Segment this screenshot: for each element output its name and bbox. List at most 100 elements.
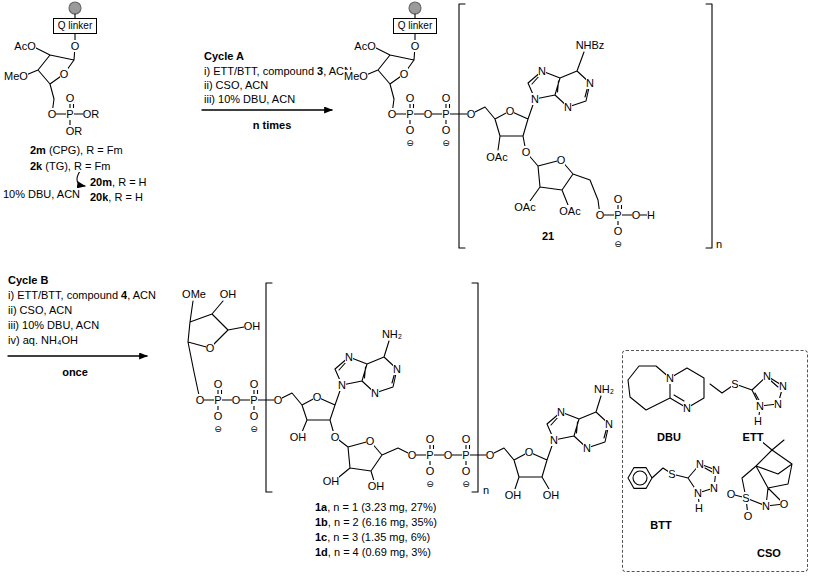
scheme-text: 20m xyxy=(90,176,112,188)
atom-label: N xyxy=(756,400,764,412)
atom-label: O xyxy=(486,449,495,461)
atom-label: P xyxy=(442,108,449,120)
scheme-text: 1b xyxy=(315,516,328,528)
scheme-text: , ACN xyxy=(127,289,156,301)
atom-label: NHBz xyxy=(576,39,605,51)
reaction-arrow xyxy=(202,109,332,110)
scheme-text: (CPG), R = Fm xyxy=(49,144,123,156)
atom-label: O xyxy=(411,40,420,52)
reagent-name: BTT xyxy=(650,519,671,531)
scheme-text: 2k xyxy=(30,160,42,172)
atom-label: H xyxy=(647,209,655,221)
atom-label: O xyxy=(557,154,566,166)
atom-label: O xyxy=(408,449,417,461)
atom-label: H xyxy=(754,415,762,427)
scheme-text: , n = 2 (6.16 mg, 35%) xyxy=(328,516,437,528)
atom-label: OH xyxy=(220,288,237,300)
atom-label: NH₂ xyxy=(382,328,402,340)
atom-label: O xyxy=(462,465,471,477)
atom-label: N xyxy=(779,380,787,392)
atom-label: O xyxy=(426,465,435,477)
atom-label: N xyxy=(564,101,572,113)
atom-label: N xyxy=(683,402,691,414)
atom-label: MeO xyxy=(344,70,368,82)
atom-label: O xyxy=(214,410,223,422)
scheme-text: Cycle A xyxy=(204,50,244,62)
scheme-text: , R = H xyxy=(108,191,143,203)
cso-structure xyxy=(731,440,792,516)
atom-label: O xyxy=(426,433,435,445)
atom-label: P xyxy=(462,449,469,461)
ett-structure xyxy=(710,376,783,416)
atom-label: N xyxy=(345,351,353,363)
atom-label: O xyxy=(614,193,623,205)
charge-symbol: ⊖ xyxy=(214,424,222,434)
atom-label: OH xyxy=(323,475,340,487)
repeat-bracket xyxy=(266,4,712,492)
atom-label: AcO xyxy=(14,40,35,52)
atom-label: O xyxy=(462,433,471,445)
atom-label: O xyxy=(744,510,753,522)
charge-symbol: ⊖ xyxy=(614,239,622,249)
atom-label: P xyxy=(66,108,73,120)
atom-label: O xyxy=(525,446,534,458)
oligomer-structure xyxy=(366,14,651,231)
atom-label: O xyxy=(727,488,736,500)
scheme-text: i) ETT/BTT, compound xyxy=(8,289,118,301)
resin-bead xyxy=(409,2,421,14)
reagent-name: DBU xyxy=(657,431,681,443)
scheme-text: (TG), R = Fm xyxy=(45,160,110,172)
reagent-name: ETT xyxy=(743,431,764,443)
atom-label: OAc xyxy=(486,151,507,163)
atom-label: OH xyxy=(543,489,560,501)
scheme-text: iii) 10% DBU, ACN xyxy=(204,93,295,105)
atom-label: P xyxy=(406,108,413,120)
atom-label: N xyxy=(712,464,720,476)
atom-label: n xyxy=(716,238,722,250)
charge-symbol: ⊖ xyxy=(442,138,450,148)
atom-label: O xyxy=(48,108,57,120)
atom-label: OH xyxy=(244,320,261,332)
atom-label: N xyxy=(696,458,704,470)
charge-symbol: ⊖ xyxy=(250,424,258,434)
atom-label: N xyxy=(538,65,546,77)
scheme-text: n times xyxy=(253,119,292,131)
atom-label: N xyxy=(666,372,674,384)
atom-label: N xyxy=(583,442,591,454)
atom-label: N xyxy=(550,434,558,446)
atom-label: O xyxy=(632,209,641,221)
atom-label: N xyxy=(557,406,565,418)
atom-label: O xyxy=(214,378,223,390)
atom-label: N xyxy=(371,387,379,399)
atom-label: O xyxy=(442,124,451,136)
atom-label: O xyxy=(596,209,605,221)
atom-label: MeO xyxy=(4,70,28,82)
charge-symbol: ⊖ xyxy=(406,138,414,148)
atom-label: N xyxy=(694,487,702,499)
atom-label: O xyxy=(366,435,375,447)
charge-symbol: ⊖ xyxy=(426,479,434,489)
scheme-text: , n = 3 (1.35 mg, 6%) xyxy=(327,531,430,543)
atom-label: O xyxy=(406,124,415,136)
atom-label: OH xyxy=(368,480,385,492)
atom-label: N xyxy=(710,482,718,494)
atom-label: O xyxy=(232,394,241,406)
atom-label: O xyxy=(196,394,205,406)
atom-label: OAc xyxy=(514,201,535,213)
atom-label: O xyxy=(313,391,322,403)
atom-label: N xyxy=(774,398,782,410)
atom-label: N xyxy=(763,370,771,382)
linker-box: Q linker xyxy=(393,18,437,34)
scheme-text: , n = 1 (3.23 mg, 27%) xyxy=(327,501,436,513)
atom-label: N xyxy=(531,93,539,105)
atom-label: S xyxy=(731,378,738,390)
atom-label: S xyxy=(668,468,675,480)
resin-bead xyxy=(69,2,81,14)
atom-label: N xyxy=(393,363,401,375)
atom-label: P xyxy=(250,394,257,406)
scheme-text: 20k xyxy=(90,191,108,203)
atom-label: O xyxy=(388,108,397,120)
atom-label: O xyxy=(60,68,69,80)
atom-label: NH₂ xyxy=(594,383,614,395)
